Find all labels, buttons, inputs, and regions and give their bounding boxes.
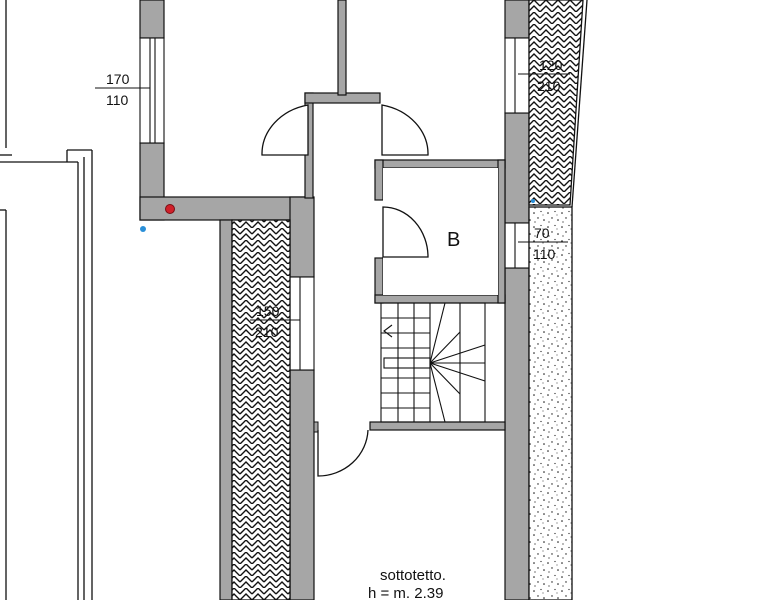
staircase xyxy=(380,302,486,423)
stair-enclosure xyxy=(369,421,506,431)
opening-height: 110 xyxy=(533,246,556,262)
window-frames xyxy=(139,37,530,371)
red-marker[interactable] xyxy=(165,204,175,214)
left-building-outline xyxy=(0,0,93,600)
blue-marker[interactable] xyxy=(140,226,146,232)
opening-height: 210 xyxy=(255,324,279,340)
lower-door-jamb xyxy=(313,421,319,433)
walls xyxy=(139,0,530,600)
opening-dimension-120-210: 120 210 xyxy=(518,57,570,94)
blue-marker-small[interactable] xyxy=(531,199,535,203)
roof-edge-line xyxy=(571,0,588,208)
opening-width: 120 xyxy=(539,57,563,73)
attic-height-label: h = m. 2.39 xyxy=(368,585,443,600)
opening-dimension-70-110: 70 110 xyxy=(518,225,568,262)
herringbone-wall-left xyxy=(231,219,291,600)
opening-width: 170 xyxy=(106,71,130,87)
opening-height: 210 xyxy=(537,78,561,94)
opening-dimension-170-110: 170 110 xyxy=(95,71,150,108)
opening-width: 150 xyxy=(256,303,280,319)
gravel-strip xyxy=(528,206,573,600)
opening-height: 110 xyxy=(106,92,129,108)
herringbone-wall-right xyxy=(528,0,584,206)
room-b-label: B xyxy=(447,229,460,251)
door-swings xyxy=(261,104,429,477)
attic-label: sottotetto. xyxy=(380,567,446,584)
opening-dimension-150-210: 150 210 xyxy=(250,303,300,340)
opening-width: 70 xyxy=(534,225,550,241)
